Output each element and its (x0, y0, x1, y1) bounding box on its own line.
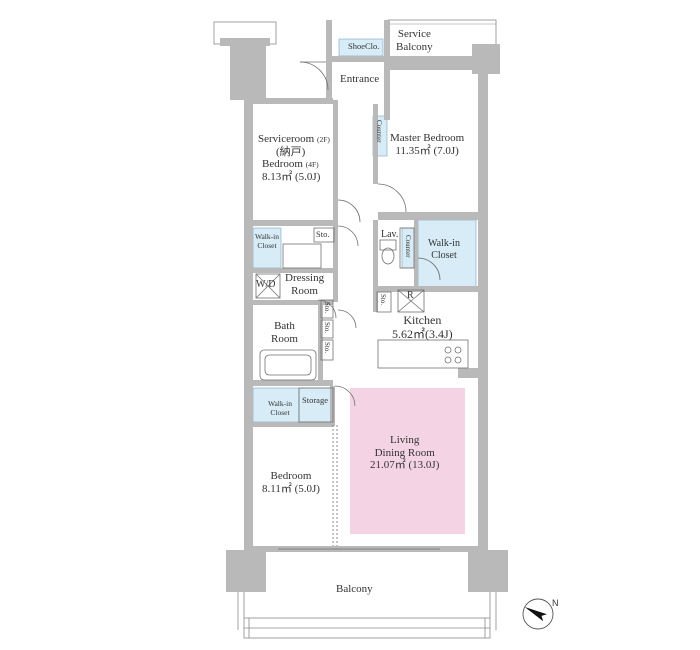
master-bedroom-label: Master Bedroom 11.35㎡ (7.0J) (390, 132, 465, 157)
balcony-railing (243, 617, 491, 639)
service-balcony-label: Service Balcony (396, 28, 433, 53)
walk-in-closet-label-lower: Walk-in Closet (268, 399, 292, 417)
living-room-fill (350, 388, 465, 534)
compass (522, 598, 554, 630)
bath-room-label: Bath Room (271, 320, 298, 345)
fixtures (255, 61, 469, 550)
sto-label-1: Sto. (323, 302, 332, 314)
sto-label-3: Sto. (323, 342, 332, 354)
wd-label: W/D (256, 279, 276, 290)
dressing-room-label: Dressing Room (285, 272, 325, 297)
shoe-closet-label: ShoeClo. (348, 41, 380, 51)
refrigerator-label: R (407, 290, 414, 301)
lavatory-label: Lav. (381, 229, 399, 240)
closet-fills (252, 38, 477, 423)
storage-sto-label: Sto. (316, 229, 330, 239)
sto-label-kitchen: Sto. (379, 294, 388, 306)
living-dining-label: Living Dining Room 21.07㎡ (13.0J) (370, 434, 440, 472)
master-counter-label: Counter (375, 120, 384, 143)
ac-unit-slot (220, 38, 270, 46)
lav-counter-label: Counter (404, 235, 413, 258)
sto-label-2: Sto. (323, 322, 332, 334)
walk-in-closet-label-main: Walk-in Closet (428, 238, 460, 261)
kitchen-label: Kitchen 5.62㎡(3.4J) (392, 313, 453, 341)
bedroom-label: Bedroom 8.11㎡ (5.0J) (262, 470, 320, 495)
compass-north-label: N (552, 598, 559, 608)
storage-label: Storage (302, 395, 328, 405)
entrance-label: Entrance (340, 73, 380, 85)
walk-in-closet-label-upper: Walk-in Closet (255, 232, 279, 250)
service-room-label: Serviceroom (2F) (納戸) Bedroom (4F) 8.13㎡… (258, 133, 330, 183)
balcony-label: Balcony (336, 583, 373, 595)
